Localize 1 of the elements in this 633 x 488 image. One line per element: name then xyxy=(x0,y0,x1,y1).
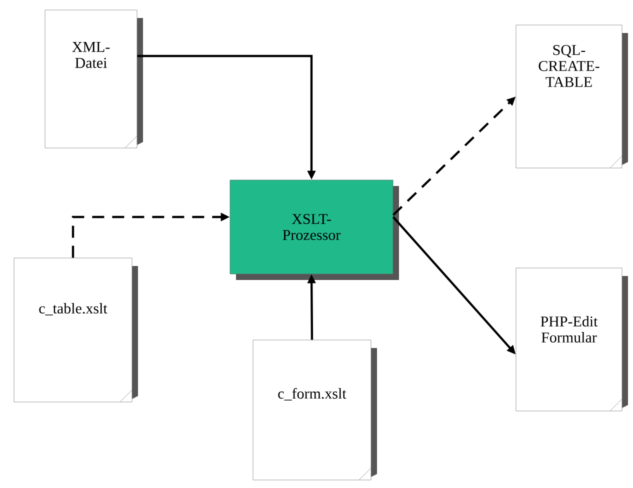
process-box: XSLT- Prozessor xyxy=(230,180,399,280)
